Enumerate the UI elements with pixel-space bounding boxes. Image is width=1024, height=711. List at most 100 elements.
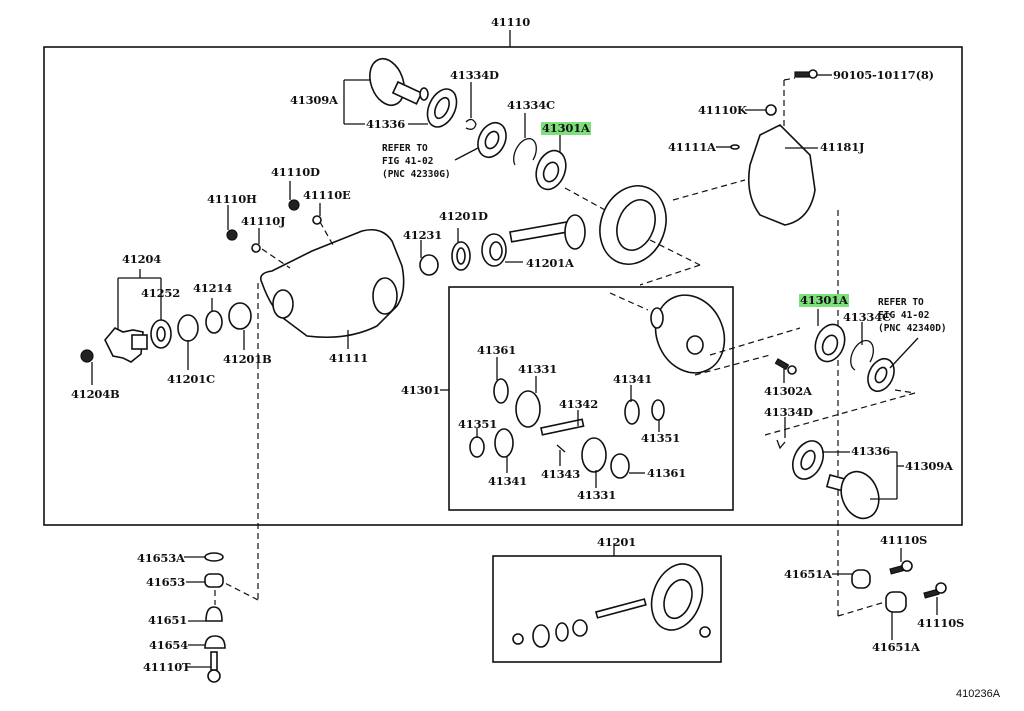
figure-id: 410236A: [956, 688, 1001, 700]
oil-seal-right-part: [791, 440, 825, 480]
axle-flange-top-part: [369, 57, 429, 107]
label-41301A-top-highlighted[interactable]: 41301A: [541, 121, 591, 135]
label-41343[interactable]: 41343: [541, 467, 581, 481]
label-41351-a[interactable]: 41351: [458, 417, 498, 431]
label-41331-b[interactable]: 41331: [577, 488, 617, 502]
spacer-41231-part: [419, 254, 439, 276]
cushion-41651A-bottom-part: [885, 591, 907, 613]
label-41334D-top[interactable]: 41334D: [450, 68, 499, 82]
side-gear-41331-a-part: [515, 390, 541, 428]
label-41110H[interactable]: 41110H: [207, 192, 257, 206]
thrust-washer-41351-b-part: [651, 399, 665, 421]
label-41201[interactable]: 41201: [597, 535, 637, 549]
kit-ring-gear-part: [650, 563, 704, 631]
bolt-90105-part: [794, 69, 818, 79]
label-41301[interactable]: 41301: [401, 383, 441, 397]
label-41111A[interactable]: 41111A: [668, 140, 716, 154]
clip-top-part: [465, 118, 477, 130]
bolt-41110T-part: [210, 651, 218, 671]
label-41351-b[interactable]: 41351: [641, 431, 681, 445]
label-90105-10117[interactable]: 90105-10117(8): [833, 68, 934, 82]
carrier-housing-41111-part: [259, 228, 405, 339]
kit-nut-part: [512, 633, 524, 645]
label-41651A-bottom[interactable]: 41651A: [872, 640, 920, 654]
label-41654[interactable]: 41654: [149, 638, 189, 652]
label-41231[interactable]: 41231: [403, 228, 443, 242]
label-41334C-top[interactable]: 41334C: [507, 98, 555, 112]
kit-washer-part: [555, 622, 569, 642]
label-41201D[interactable]: 41201D: [439, 209, 488, 223]
oil-seal-top-part: [426, 88, 458, 128]
kit-bearing-part: [532, 624, 550, 648]
washer-41653A-part: [204, 552, 224, 562]
label-41110K[interactable]: 41110K: [698, 103, 747, 117]
ring-gear-part: [599, 185, 667, 265]
drive-pinion-part: [509, 214, 586, 250]
bolt-41110S-top-part: [889, 560, 913, 575]
thrust-washer-41361-b-part: [610, 453, 630, 479]
washer-41654-part: [204, 635, 226, 649]
label-41341-a[interactable]: 41341: [488, 474, 528, 488]
label-41302A[interactable]: 41302A: [764, 384, 812, 398]
kit-pinion-part: [595, 598, 647, 619]
label-41651A-left[interactable]: 41651A: [784, 567, 832, 581]
label-41110E[interactable]: 41110E: [303, 188, 351, 202]
label-41204B[interactable]: 41204B: [71, 387, 120, 401]
label-41334D-right[interactable]: 41334D: [764, 405, 813, 419]
bearing-41301A-right-part: [814, 323, 846, 363]
label-41201B[interactable]: 41201B: [223, 352, 272, 366]
label-41341-b[interactable]: 41341: [613, 372, 653, 386]
nut-41110E-part: [312, 215, 322, 225]
label-41334C-right[interactable]: 41334C: [843, 310, 891, 324]
label-41201A[interactable]: 41201A: [526, 256, 574, 270]
label-41110[interactable]: 41110: [491, 15, 531, 29]
cushion-41651-part: [205, 606, 223, 622]
bolt-41110D-part: [288, 199, 300, 211]
label-41214[interactable]: 41214: [193, 281, 233, 295]
gasket-41111A-part: [730, 144, 740, 150]
label-41111[interactable]: 41111: [329, 351, 369, 365]
pinion-shaft-41342-part: [540, 418, 585, 436]
pinion-bearing-41201A-part: [481, 233, 507, 267]
side-gear-41331-b-part: [581, 437, 607, 473]
bearing-41301A-top-part: [535, 149, 567, 191]
label-41181J[interactable]: 41181J: [820, 140, 865, 154]
washer-41214-part: [205, 310, 223, 334]
bearing-41201C-part: [177, 314, 199, 342]
label-41653[interactable]: 41653: [146, 575, 186, 589]
label-41110J[interactable]: 41110J: [241, 214, 286, 228]
label-41342[interactable]: 41342: [559, 397, 599, 411]
label-41331-a[interactable]: 41331: [518, 362, 558, 376]
label-41110S-top[interactable]: 41110S: [880, 533, 928, 547]
ring-pinion-kit-frame: [492, 555, 722, 663]
housing-bore-part: [372, 277, 398, 315]
label-41201C[interactable]: 41201C: [167, 372, 215, 386]
label-41110T[interactable]: 41110T: [143, 660, 191, 674]
bolt-41302A-part: [774, 358, 797, 375]
label-41336-right[interactable]: 41336: [851, 444, 891, 458]
note-refer-right: REFER TO FIG 41-02 (PNC 42340D): [878, 297, 947, 334]
diff-cover-41181J-part: [747, 124, 816, 226]
bolt-41110S-bottom-part: [923, 582, 947, 599]
label-41252[interactable]: 41252: [141, 286, 181, 300]
label-41309A-top[interactable]: 41309A: [290, 93, 338, 107]
label-41309A-right[interactable]: 41309A: [905, 459, 953, 473]
label-41336-top[interactable]: 41336: [366, 117, 406, 131]
nut-41204B-part: [80, 349, 94, 363]
oil-seal-refer-left-part: [477, 121, 507, 159]
cushion-41653-part: [204, 573, 224, 588]
label-41361-b[interactable]: 41361: [647, 466, 687, 480]
bearing-41201B-part: [228, 302, 252, 330]
clip-right-part: [776, 439, 786, 450]
label-41653A[interactable]: 41653A: [137, 551, 185, 565]
label-41301A-right-highlighted[interactable]: 41301A: [799, 293, 849, 307]
label-41110S-bottom[interactable]: 41110S: [917, 616, 965, 630]
note-refer-left: REFER TO FIG 41-02 (PNC 42330G): [382, 143, 451, 180]
thrust-washer-41361-a-part: [493, 378, 509, 404]
label-41204[interactable]: 41204: [122, 252, 162, 266]
label-41361-a[interactable]: 41361: [477, 343, 517, 357]
label-41651[interactable]: 41651: [148, 613, 188, 627]
label-41110D[interactable]: 41110D: [271, 165, 320, 179]
